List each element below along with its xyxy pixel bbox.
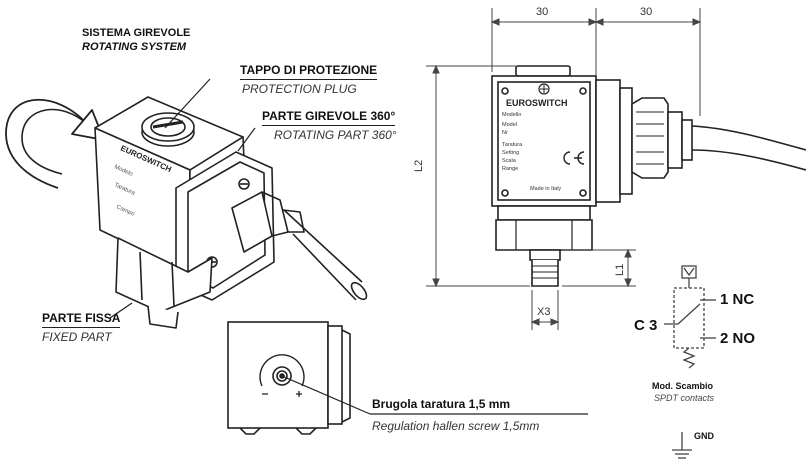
gnd-label: GND	[694, 431, 714, 441]
dimension-width-2: 30	[640, 6, 653, 18]
protection-plug-label-en: PROTECTION PLUG	[242, 82, 357, 96]
screw-label-it: Brugola taratura 1,5 mm	[372, 397, 511, 411]
dimension-l1: L1	[614, 263, 626, 276]
fixed-part-label-it: PARTE FISSA	[42, 312, 121, 328]
contact-nc-label: 1 NC	[720, 291, 755, 308]
svg-text:Setting: Setting	[502, 150, 519, 156]
fixed-part-label-en: FIXED PART	[42, 330, 112, 344]
rotating-system-label-it: SISTEMA GIREVOLE	[82, 27, 191, 39]
svg-text:Taratura: Taratura	[502, 142, 523, 148]
rotating-part-label-en: ROTATING PART 360°	[274, 128, 397, 142]
svg-text:Model: Model	[502, 122, 517, 128]
svg-text:Nr: Nr	[502, 130, 508, 136]
contact-no-label: 2 NO	[720, 330, 756, 347]
dimension-width-1: 30	[536, 6, 549, 18]
svg-text:Made in Italy: Made in Italy	[530, 186, 561, 192]
screw-label-en: Regulation hallen screw 1,5mm	[372, 419, 540, 433]
dimension-l2: L2	[413, 159, 425, 172]
rotating-part-label-it: PARTE GIREVOLE 360°	[262, 110, 396, 126]
model-label-en: SPDT contacts	[654, 393, 715, 403]
svg-text:Range: Range	[502, 166, 518, 172]
svg-text:Scala: Scala	[502, 158, 517, 164]
contact-c3-label: C 3	[634, 317, 658, 334]
svg-text:Modello: Modello	[502, 112, 521, 118]
dimension-x3: X3	[537, 306, 551, 318]
front-nameplate: Modello Model Nr Taratura Setting Scala …	[502, 98, 568, 192]
model-label-it: Mod. Scambio	[652, 381, 714, 391]
protection-plug-label-it: TAPPO DI PROTEZIONE	[240, 64, 378, 80]
rotating-system-label-en: ROTATING SYSTEM	[82, 41, 187, 53]
brand-text-front: EUROSWITCH	[506, 98, 568, 108]
